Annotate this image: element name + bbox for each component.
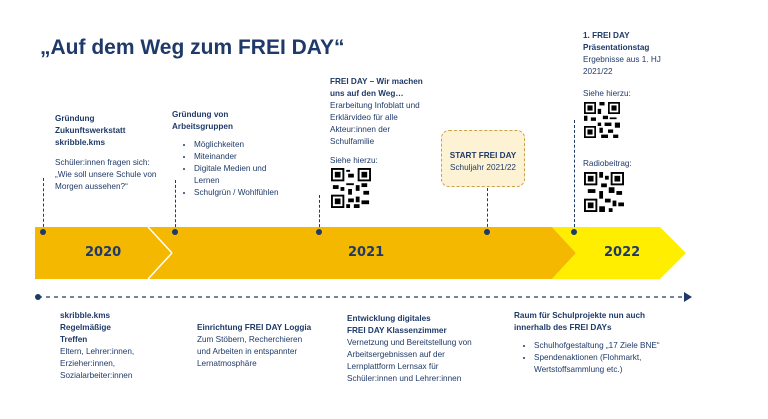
praesentation-radio-label: Radiobeitrag:: [583, 159, 632, 168]
raum-item: Spendenaktionen (Flohmarkt, Wertstoffsam…: [534, 352, 684, 376]
loggia-desc2: und Arbeiten in entspannter: [197, 347, 298, 356]
praesentation-qr-icon: [584, 102, 620, 138]
connector-freiday: [319, 195, 320, 232]
year-2020-label: 2020: [85, 245, 122, 260]
start-freiday-box: START FREI DAY Schuljahr 2021/22: [441, 130, 525, 187]
skribble-line1: skribble.kms: [60, 311, 111, 320]
klassenzimmer-line1: Entwicklung digitales: [347, 314, 431, 323]
connector-dot-start: [484, 229, 490, 235]
loggia-desc3: Lernatmosphäre: [197, 359, 257, 368]
klassenzimmer-desc2: Arbeitsergebnissen auf der: [347, 350, 445, 359]
connector-start: [487, 188, 488, 232]
arrow-2020: [35, 227, 172, 279]
klassenzimmer-desc3: Lernplattform Lernsax für: [347, 362, 439, 371]
klassenzimmer-block: Entwicklung digitales FREI DAY Klassenzi…: [347, 313, 497, 385]
gruendung-line3: skribble.kms: [55, 138, 106, 147]
raum-item: Schulhofgestaltung „17 Ziele BNE“: [534, 340, 684, 352]
arbeitsgruppen-item: Möglichkeiten: [194, 139, 292, 151]
freiday-desc4: Schulfamilie: [330, 137, 375, 146]
arbeitsgruppen-list: Möglichkeiten Miteinander Digitale Medie…: [172, 139, 292, 199]
arrow-2020-edge: [147, 226, 173, 254]
praesentation-desc1: Ergebnisse aus 1. HJ: [583, 55, 661, 64]
skribble-desc1: Eltern, Lehrer:innen,: [60, 347, 135, 356]
skribble-desc3: Sozialarbeiter:innen: [60, 371, 133, 380]
radio-qr-icon: [584, 172, 624, 212]
praesentation-see-label: Siehe hierzu:: [583, 89, 631, 98]
arrow-2020-edge-lower: [147, 252, 173, 280]
praesentation-line1: 1. FREI DAY: [583, 31, 630, 40]
klassenzimmer-line2: FREI DAY Klassenzimmer: [347, 326, 447, 335]
skribble-line2: Regelmäßige: [60, 323, 111, 332]
start-line2: Schuljahr 2021/22: [449, 163, 516, 172]
praesentation-desc2: 2021/22: [583, 67, 613, 76]
klassenzimmer-desc1: Vernetzung und Bereitstellung von: [347, 338, 472, 347]
year-2021-label: 2021: [348, 245, 385, 260]
loggia-block: Einrichtung FREI DAY Loggia Zum Stöbern,…: [197, 322, 337, 370]
arbeitsgruppen-line2: Arbeitsgruppen: [172, 122, 233, 131]
start-line1: START FREI DAY: [449, 151, 517, 160]
freiday-line2: uns auf den Weg…: [330, 89, 404, 98]
raum-block: Raum für Schulprojekte nun auch innerhal…: [514, 310, 714, 376]
connector-arbeitsgruppen: [175, 180, 176, 232]
skribble-block: skribble.kms Regelmäßige Treffen Eltern,…: [60, 310, 170, 382]
page-title: „Auf dem Weg zum FREI DAY“: [40, 36, 345, 59]
arbeitsgruppen-item: Digitale Medien und Lernen: [194, 163, 292, 187]
praesentation-line2: Präsentationstag: [583, 43, 650, 52]
freiday-desc2: Erklärvideo für alle: [330, 113, 398, 122]
freiday-qr-icon: [331, 168, 371, 208]
freiday-desc3: Akteur:innen der: [330, 125, 391, 134]
freiday-desc1: Erarbeitung Infoblatt und: [330, 101, 420, 110]
gruendung-block: Gründung Zukunftswerkstatt skribble.kms …: [55, 113, 175, 193]
freiday-block: FREI DAY – Wir machen uns auf den Weg… E…: [330, 76, 450, 167]
freiday-line1: FREI DAY – Wir machen: [330, 77, 423, 86]
skribble-line3: Treffen: [60, 335, 88, 344]
raum-list: Schulhofgestaltung „17 Ziele BNE“ Spende…: [514, 340, 684, 376]
connector-dot-freiday: [316, 229, 322, 235]
gruendung-quote3: Morgen aussehen?“: [55, 182, 128, 191]
loggia-desc1: Zum Stöbern, Recherchieren: [197, 335, 303, 344]
arbeitsgruppen-item: Schulgrün / Wohlfühlen: [194, 187, 292, 199]
connector-dot-praesentation: [571, 229, 577, 235]
loggia-line1: Einrichtung FREI DAY Loggia: [197, 323, 312, 332]
arrow-2022: [552, 227, 686, 279]
raum-line1: Raum für Schulprojekte nun auch: [514, 311, 646, 320]
praesentation-block: 1. FREI DAY Präsentationstag Ergebnisse …: [583, 30, 683, 78]
connector-dot-arbeitsgruppen: [172, 229, 178, 235]
gruendung-quote1: Schüler:innen fragen sich:: [55, 158, 150, 167]
connector-dot-gruendung: [40, 229, 46, 235]
klassenzimmer-desc4: Schüler:innen und Lehrer:innen: [347, 374, 462, 383]
gruendung-quote2: „Wie soll unsere Schule von: [55, 170, 157, 179]
year-2022-label: 2022: [604, 245, 641, 260]
connector-gruendung: [43, 178, 44, 232]
arbeitsgruppen-item: Miteinander: [194, 151, 292, 163]
gruendung-line1: Gründung: [55, 114, 95, 123]
raum-line2: innerhalb des FREI DAYs: [514, 323, 612, 332]
arbeitsgruppen-block: Gründung von Arbeitsgruppen Möglichkeite…: [172, 109, 292, 199]
arrow-2021: [148, 227, 576, 279]
freiday-see-label: Siehe hierzu:: [330, 156, 378, 165]
skribble-desc2: Erzieher:innen,: [60, 359, 116, 368]
bottom-arrow-head: [684, 292, 692, 302]
gruendung-line2: Zukunftswerkstatt: [55, 126, 126, 135]
connector-praesentation: [574, 120, 575, 232]
arbeitsgruppen-line1: Gründung von: [172, 110, 229, 119]
bottom-line-dot: [35, 294, 41, 300]
